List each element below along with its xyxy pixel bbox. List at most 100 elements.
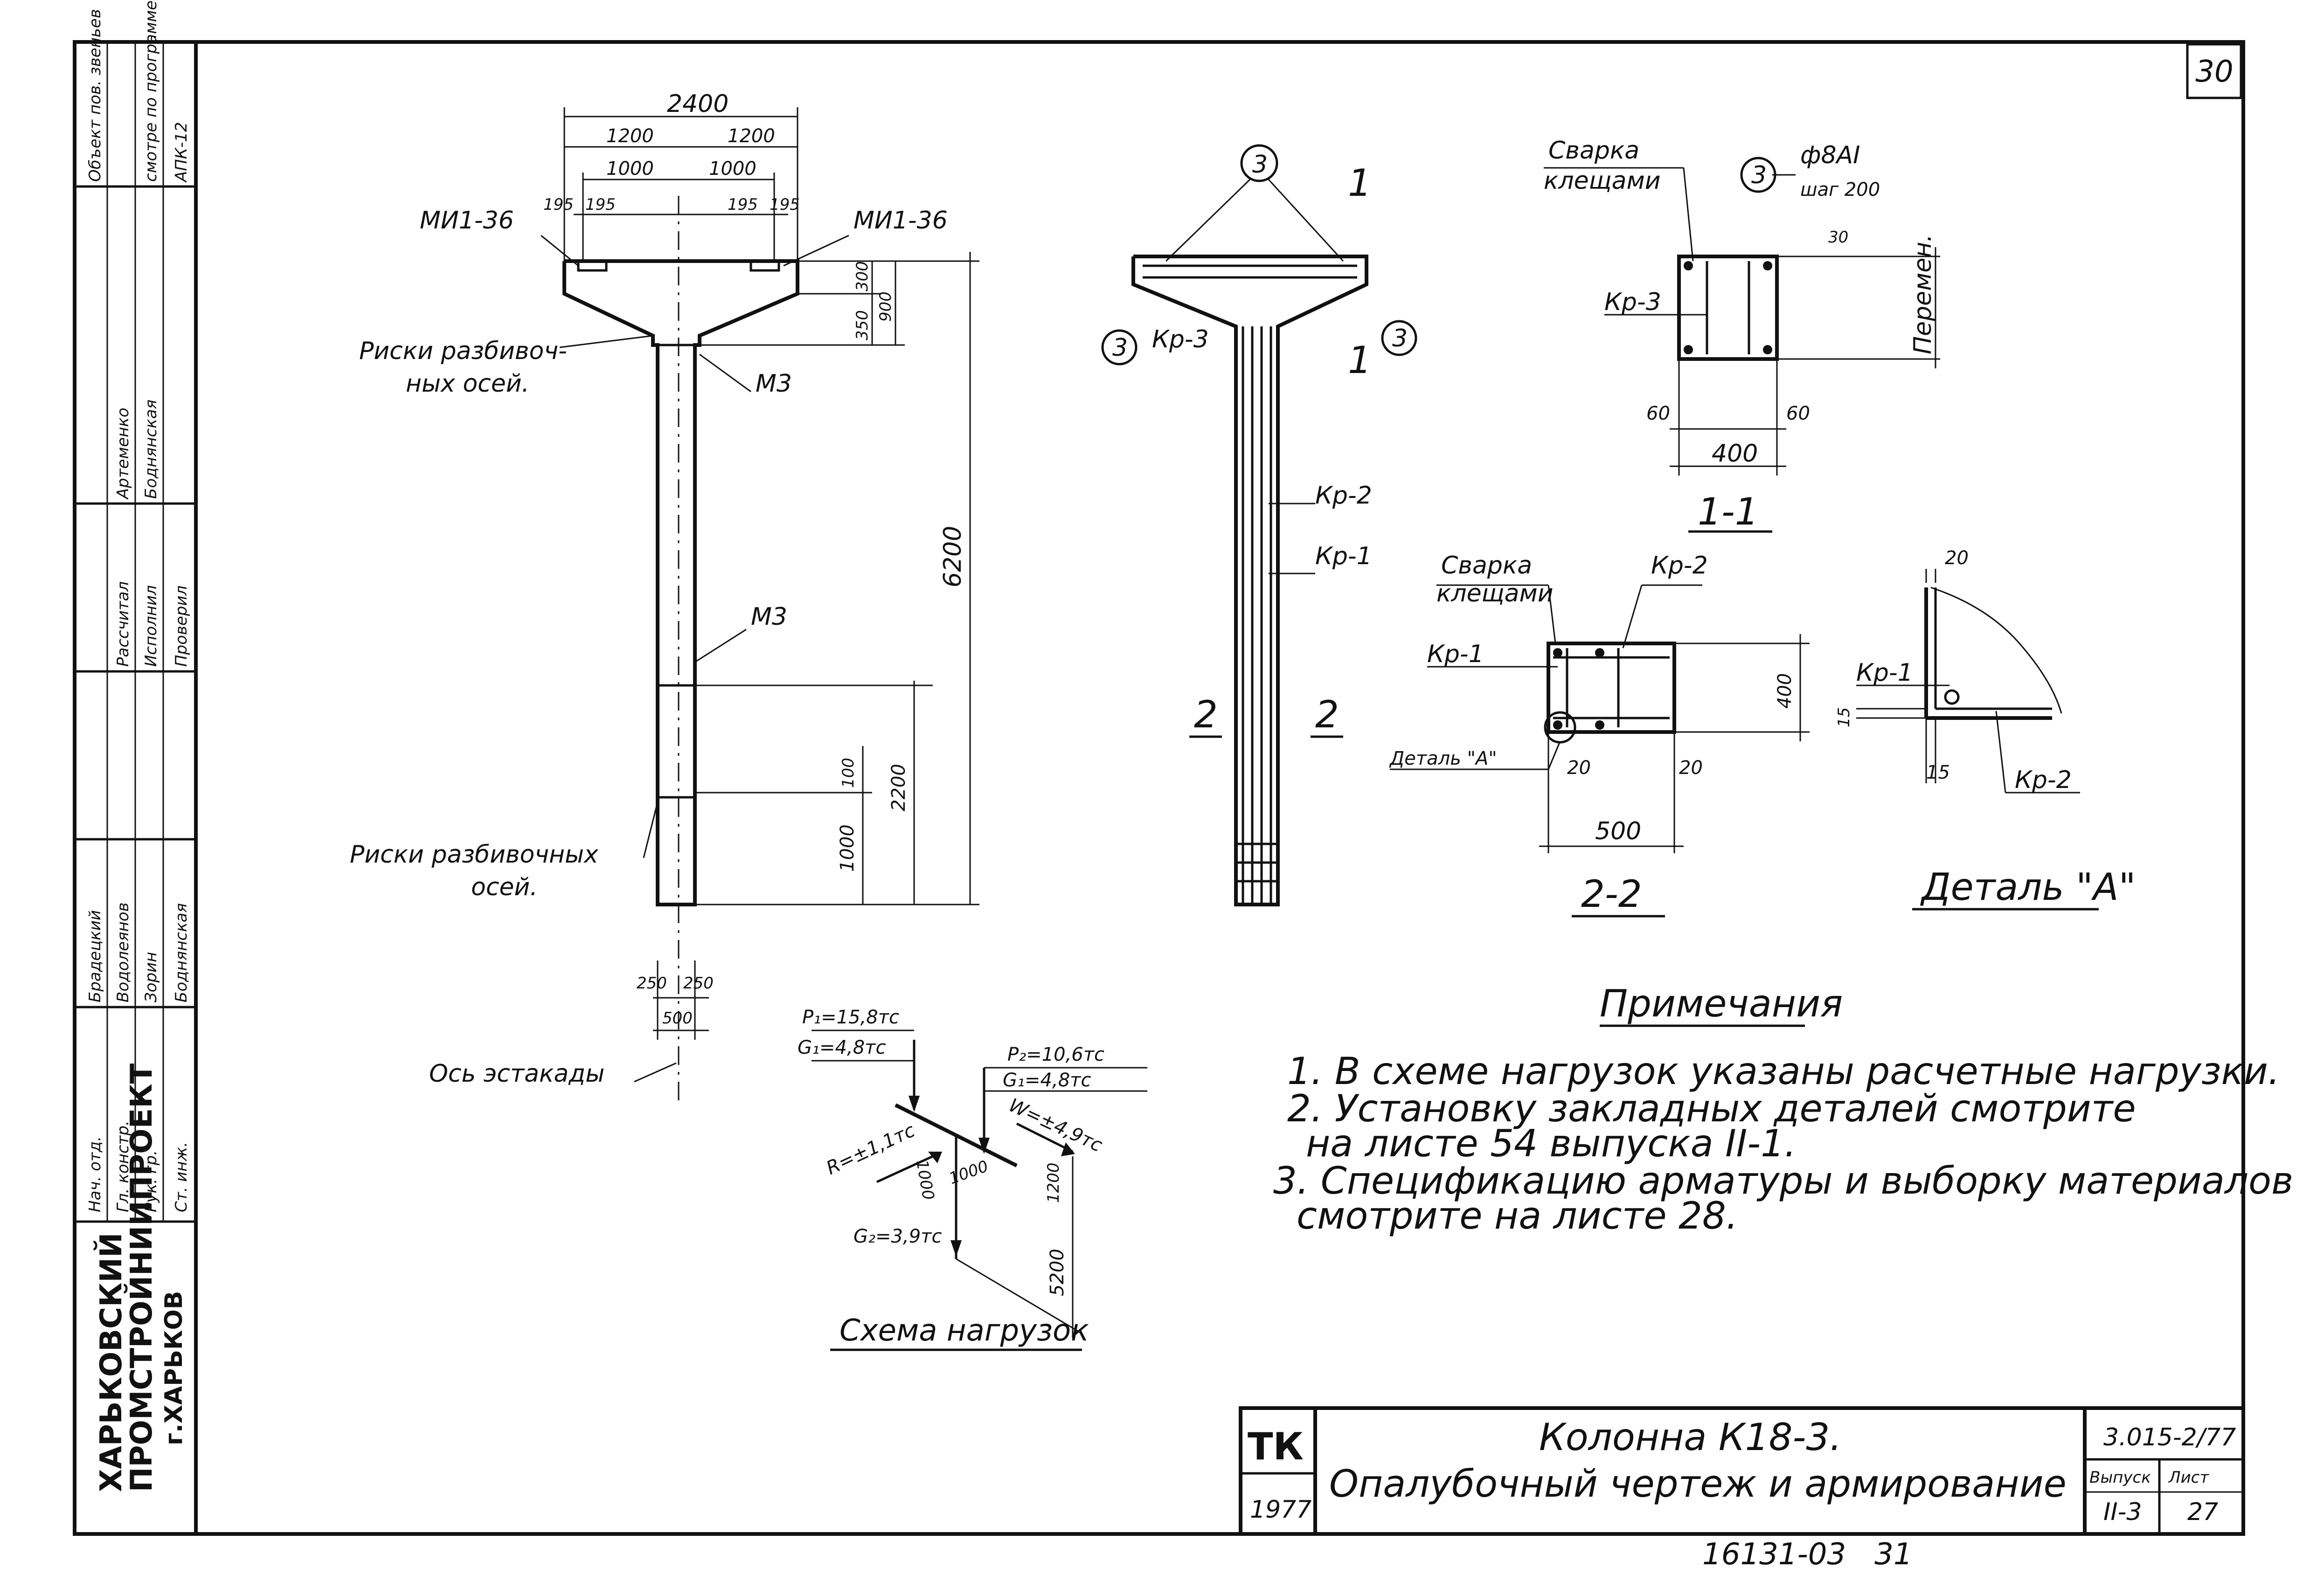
tb-code: 3.015-2/77: [2103, 1423, 2236, 1451]
tb-sheet: 27: [2187, 1498, 2218, 1526]
tb-logo: ТК: [1248, 1425, 1304, 1468]
left-stamp: Нач. отд. Гл. констр. Рук. гр. Ст. инж. …: [75, 0, 196, 1492]
reinforcement-view: 3 3 3 Кр-3 1 1 Кр-2 Кр-1 2 2: [1101, 144, 1417, 906]
s11-dim-30: 30: [1828, 228, 1848, 247]
stamp-name-1: Брадецкий: [86, 910, 104, 1002]
s11-dim-400: 400: [1712, 440, 1758, 468]
note-3-cont: смотрите на листе 28.: [1297, 1194, 1738, 1237]
dim-100: 100: [839, 758, 858, 788]
mark-3-top: 3: [1252, 151, 1268, 179]
load-scheme: P₁=15,8тс G₁=4,8тс P₂=10,6тс G₁=4,8тс W=…: [798, 1007, 1147, 1351]
s11-title: 1-1: [1698, 490, 1759, 533]
da-dim-15-v: 15: [1835, 707, 1853, 727]
stamp-role2-1: Рассчитал: [114, 581, 132, 667]
org-line-2: ПРОМСТРОЙНИИПРОЕКТ: [124, 1063, 159, 1492]
stamp-role-4: Ст. инж.: [172, 1142, 191, 1212]
stamp-name-2: Водолеянов: [114, 902, 132, 1002]
load-g1-right: G₁=4,8тс: [1003, 1070, 1091, 1091]
load-p1: P₁=15,8тс: [802, 1007, 899, 1028]
stamp-role2-2: Исполнил: [142, 585, 160, 667]
stamp-role-2: Гл. констр.: [114, 1120, 132, 1212]
da-title: Деталь "А": [1920, 865, 2136, 909]
sheet-number: 30: [2195, 55, 2233, 89]
s22-weld-2: клещами: [1436, 580, 1554, 608]
label-m3-top: М3: [756, 370, 792, 398]
label-kp2: Кр-2: [1315, 482, 1372, 510]
cut-2-right: 2: [1315, 693, 1339, 736]
s22-kp1: Кр-1: [1427, 640, 1484, 668]
label-mi-right: МИ1-36: [853, 207, 948, 235]
note-2-cont: на листе 54 выпуска II-1.: [1306, 1122, 1796, 1165]
dim-195-a: 195: [543, 195, 574, 214]
stamp-extra-1: Объект пов. звеньев: [86, 9, 104, 182]
dim-195-d: 195: [770, 195, 800, 214]
s11-bar: ф8АI: [1800, 141, 1860, 169]
s22-dim-400: 400: [1774, 673, 1796, 709]
load-dim-1000-b: 1000: [946, 1157, 991, 1188]
da-kp2: Кр-2: [2015, 766, 2072, 794]
s22-dim-20-left: 20: [1567, 757, 1591, 779]
mark-3-left: 3: [1112, 334, 1128, 362]
sheet-frame: [73, 40, 2245, 1536]
da-dim-20: 20: [1945, 547, 1969, 569]
dim-2200: 2200: [888, 764, 909, 811]
dim-1000: 1000: [837, 824, 858, 872]
s11-weld-2: клещами: [1544, 167, 1661, 195]
s22-dim-20-right: 20: [1679, 757, 1703, 779]
dim-1000-right: 1000: [709, 158, 756, 180]
s22-dim-500: 500: [1595, 817, 1641, 845]
s22-detail: Деталь "А": [1389, 748, 1497, 769]
dim-350: 350: [853, 310, 872, 340]
dim-1200-left: 1200: [606, 125, 654, 147]
load-g2: G₂=3,9тс: [853, 1226, 942, 1247]
label-marks-bot-1: Риски разбивочных: [350, 841, 599, 869]
stamp-name2-2: Боднянская: [142, 400, 160, 499]
dim-250-right: 250: [683, 974, 714, 993]
s22-title: 2-2: [1581, 872, 1642, 916]
dim-195-c: 195: [728, 195, 758, 214]
dim-2400: 2400: [667, 90, 728, 118]
column-elevation: 2400 1200 1200 1000 1000 195 195 195 195…: [350, 90, 979, 1100]
tb-issue-label: Выпуск: [2089, 1468, 2151, 1487]
s11-dim-60-right: 60: [1786, 403, 1810, 424]
da-dim-15-h: 15: [1926, 762, 1950, 783]
tb-issue: II-3: [2103, 1498, 2142, 1526]
notes: Примечания 1. В схеме нагрузок указаны р…: [1273, 982, 2293, 1237]
label-axis: Ось эстакады: [429, 1060, 604, 1088]
note-2: 2. Установку закладных деталей смотрите: [1287, 1087, 2136, 1130]
load-dim-5200: 5200: [1047, 1249, 1068, 1296]
section-1-1: Сварка клещами 3 ф8АI шаг 200 Кр-3 Перем…: [1544, 137, 1940, 533]
da-kp1: Кр-1: [1856, 659, 1913, 687]
section-2-2: Сварка клещами Кр-2 Кр-1 Деталь "А" 400 …: [1389, 552, 1810, 918]
org-line-1: ХАРЬКОВСКИЙ: [93, 1233, 129, 1492]
tb-sheet-label: Лист: [2168, 1468, 2209, 1487]
s11-weld: Сварка: [1548, 137, 1639, 165]
label-kp1: Кр-1: [1315, 542, 1372, 570]
title-block: ТК 1977 Колонна К18-3. Опалубочный черте…: [1239, 1406, 2245, 1536]
dim-250-left: 250: [637, 974, 667, 993]
label-marks-top-2: ных осей.: [406, 370, 529, 398]
stamp-name2-1: Артеменко: [114, 408, 132, 500]
label-kp3: Кр-3: [1152, 325, 1209, 353]
mark-3-right: 3: [1392, 325, 1408, 352]
detail-a: 20 Кр-1 15 15 Кр-2 Деталь "А": [1835, 547, 2136, 911]
tb-title-2: Опалубочный чертеж и армирование: [1329, 1462, 2067, 1506]
dim-300: 300: [853, 261, 872, 291]
stamp-name-3: Зорин: [142, 952, 160, 1002]
load-p2: P₂=10,6тс: [1007, 1044, 1104, 1065]
s11-step: шаг 200: [1800, 179, 1880, 200]
label-m3-mid: М3: [751, 603, 787, 631]
dim-1000-left: 1000: [606, 158, 654, 180]
stamp-role2-3: Проверил: [172, 586, 191, 667]
load-title: Схема нагрузок: [839, 1313, 1089, 1348]
stamp-role-1: Нач. отд.: [86, 1136, 104, 1212]
s22-kp2: Кр-2: [1651, 552, 1708, 580]
load-g1-left: G₁=4,8тс: [798, 1037, 886, 1058]
dim-1200-right: 1200: [728, 125, 775, 147]
s22-weld: Сварка: [1441, 552, 1532, 580]
notes-title: Примечания: [1600, 982, 1843, 1025]
label-marks-top-1: Риски разбивоч-: [359, 337, 567, 365]
label-marks-bot-2: осей.: [471, 873, 538, 901]
s11-circle: 3: [1751, 161, 1767, 189]
